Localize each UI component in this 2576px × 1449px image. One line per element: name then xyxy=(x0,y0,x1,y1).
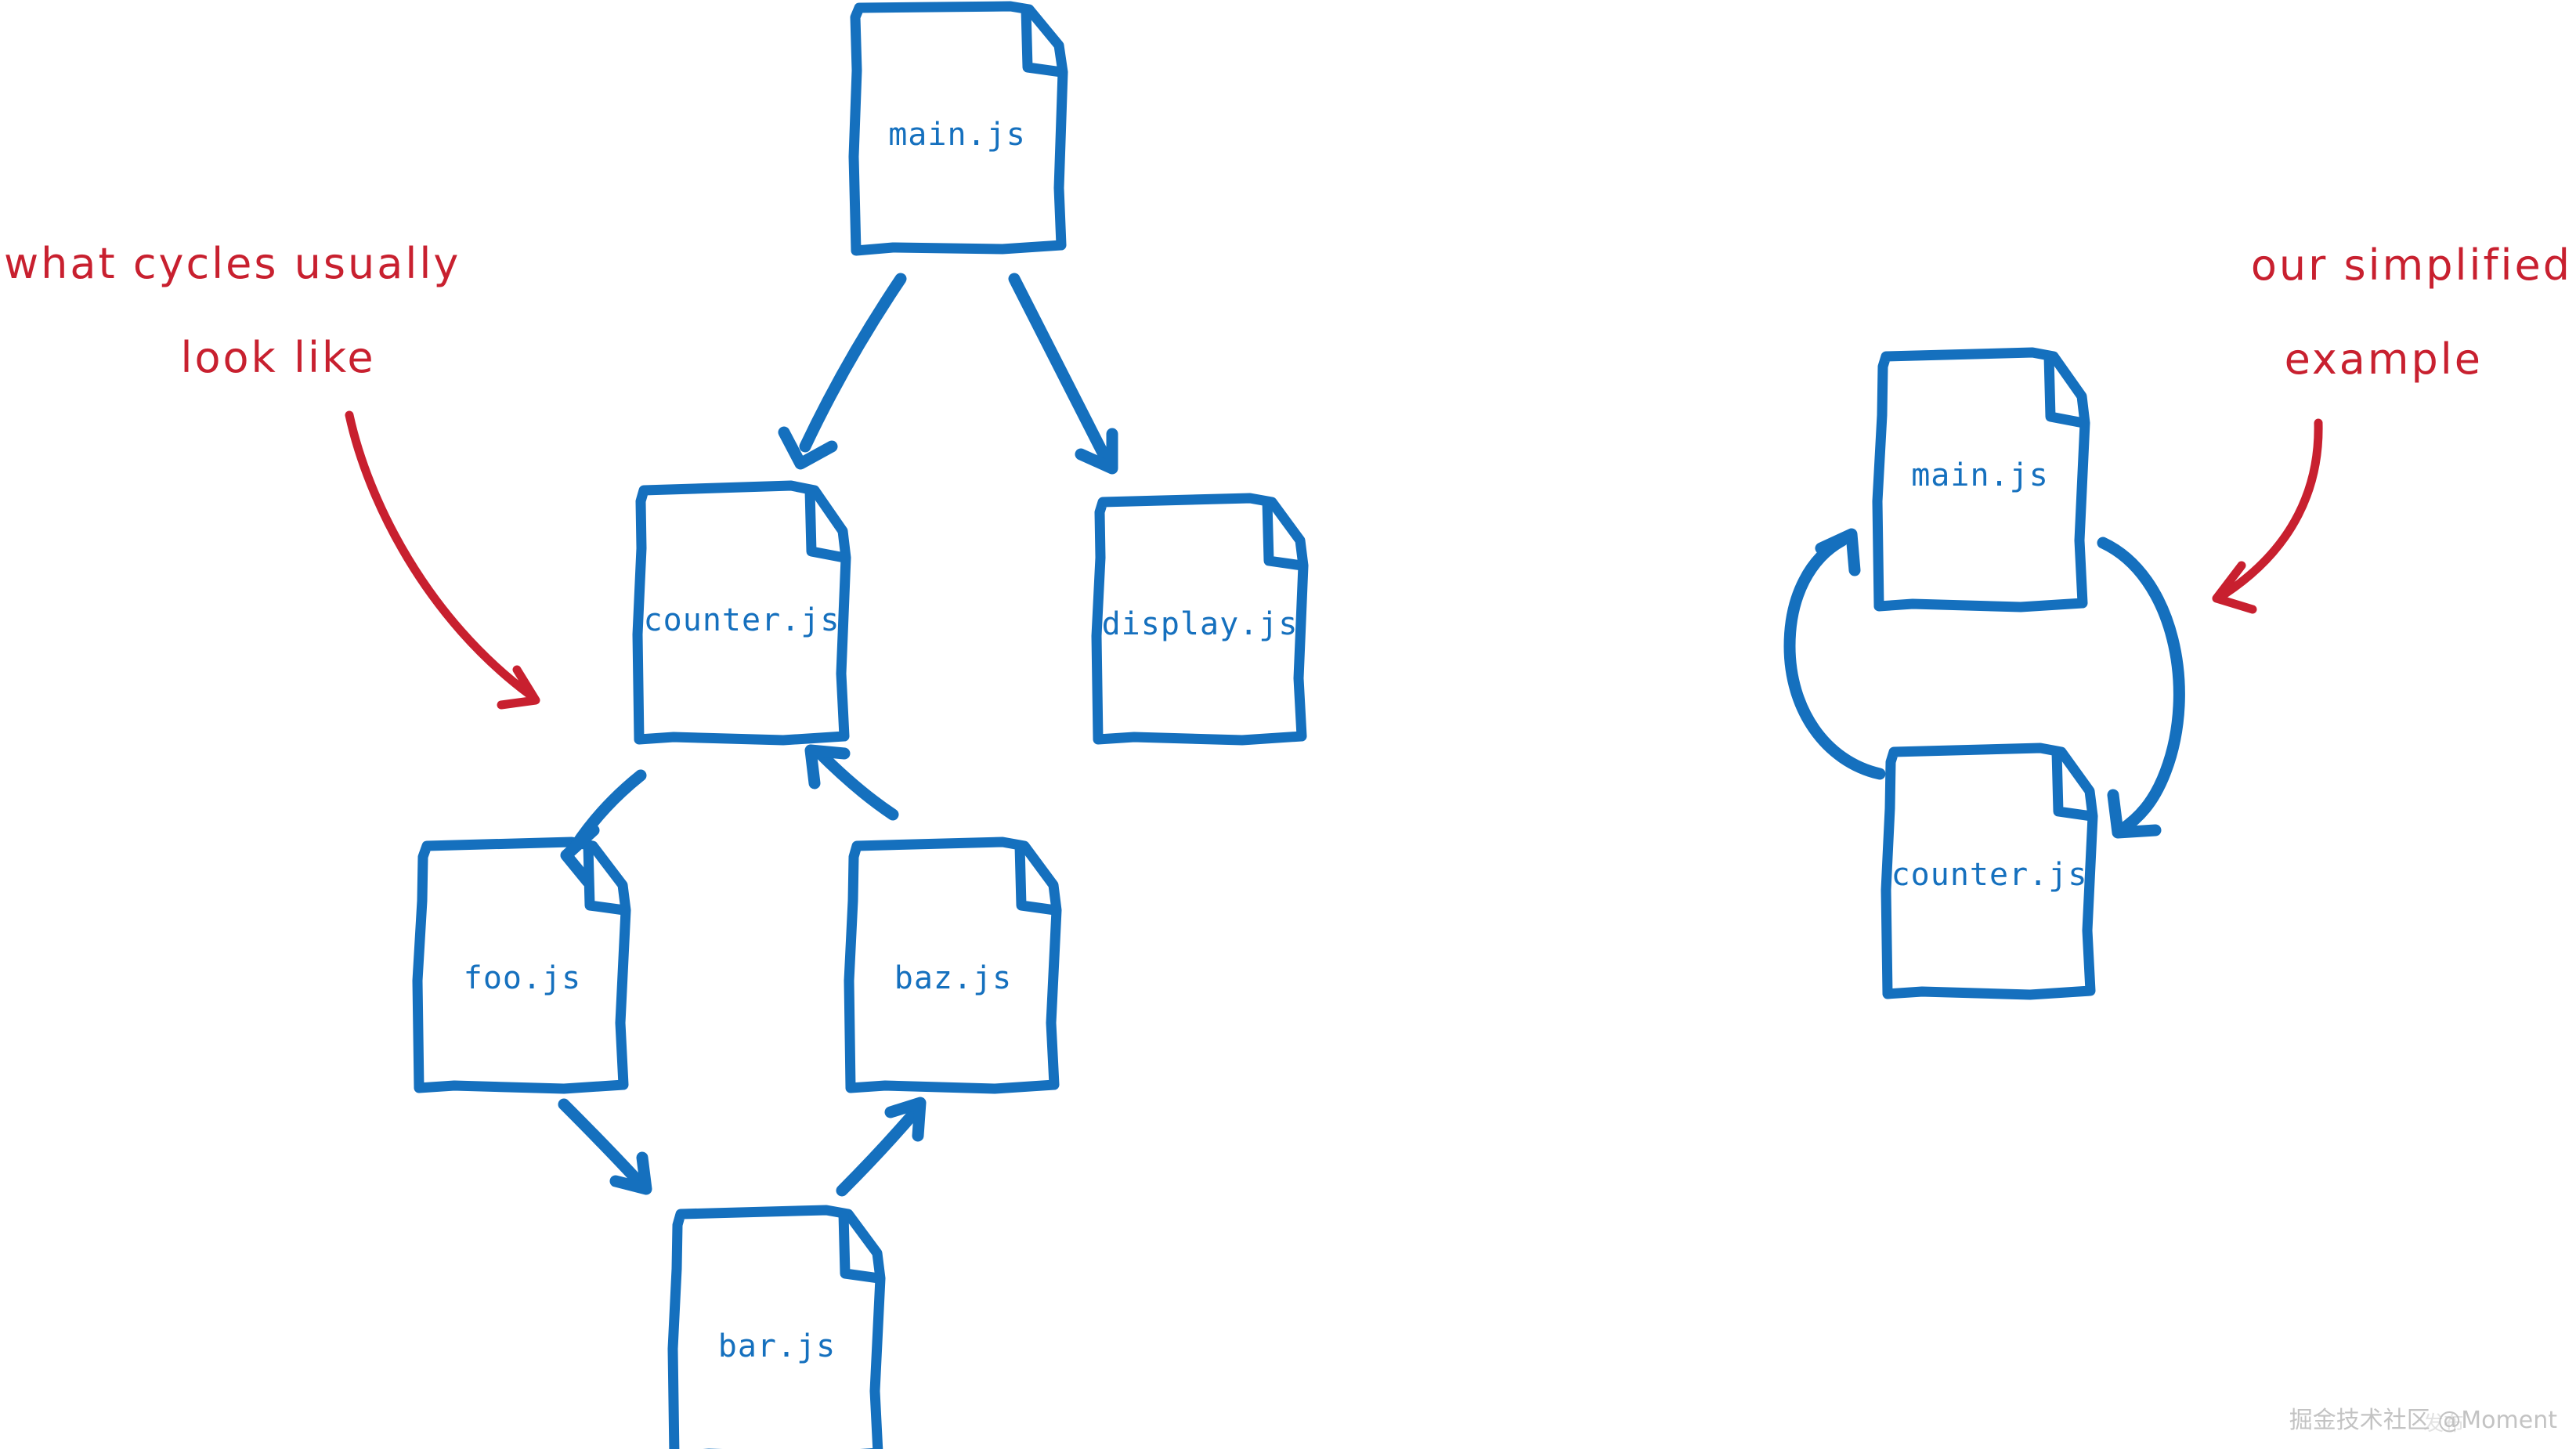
edge-counter-to-foo xyxy=(560,769,647,887)
node-foo-js[interactable]: foo.js xyxy=(412,837,631,1094)
watermark-ghost-text: 发布 xyxy=(2423,1412,2464,1436)
node-counter-js-left[interactable]: counter.js xyxy=(632,480,851,746)
node-main-js-left[interactable]: main.js xyxy=(848,1,1068,256)
file-fold-corner-icon xyxy=(2043,351,2089,428)
group-right-simple-cycle: main.js counter.js xyxy=(1783,347,2185,1000)
node-label: display.js xyxy=(1102,606,1299,642)
file-shape xyxy=(667,1205,886,1449)
annotation-left: what cycles usually look like xyxy=(4,239,540,710)
node-label: baz.js xyxy=(894,960,1013,996)
annotation-line-2: example xyxy=(2285,334,2483,384)
node-label: bar.js xyxy=(718,1328,836,1364)
node-label: main.js xyxy=(888,117,1026,153)
node-counter-js-right[interactable]: counter.js xyxy=(1881,743,2098,1000)
arrowhead-icon xyxy=(2212,561,2257,614)
file-shape xyxy=(632,480,851,746)
edge-foo-to-bar xyxy=(558,1098,652,1195)
node-main-js-right[interactable]: main.js xyxy=(1872,347,2090,612)
annotation-arrow-curve xyxy=(2218,418,2323,600)
watermark-primary-text: 掘金技术社区 @Moment xyxy=(2289,1407,2557,1434)
edge-curve xyxy=(1783,534,1886,780)
node-label: counter.js xyxy=(644,602,840,638)
file-shape xyxy=(1872,347,2090,612)
edge-line xyxy=(558,1098,642,1185)
edge-main-to-counter xyxy=(778,273,907,470)
node-display-js[interactable]: display.js xyxy=(1091,493,1309,746)
file-shape xyxy=(848,1,1068,256)
file-fold-corner-icon xyxy=(838,1209,884,1284)
file-shape xyxy=(1881,743,2098,1000)
edge-bar-to-baz xyxy=(836,1097,927,1197)
edge-baz-to-counter xyxy=(804,744,899,821)
arrowhead-icon xyxy=(2107,789,2162,839)
node-label: counter.js xyxy=(1891,857,2088,893)
node-bar-js[interactable]: bar.js xyxy=(667,1205,886,1449)
annotation-line-1: what cycles usually xyxy=(4,239,461,288)
node-baz-js[interactable]: baz.js xyxy=(844,837,1062,1094)
file-shape xyxy=(844,837,1062,1094)
annotation-arrow-curve xyxy=(345,410,536,700)
annotation-arrow-right xyxy=(2212,418,2323,614)
node-label: main.js xyxy=(1911,457,2049,493)
arrowhead-icon xyxy=(1815,528,1861,576)
annotation-right: our simplified example xyxy=(2212,240,2572,614)
file-fold-corner-icon xyxy=(2051,746,2097,822)
arrowhead-icon xyxy=(884,1097,927,1142)
edge-main-to-counter-arc xyxy=(2097,537,2185,839)
group-left-cycle-tree: main.js counter.js display.js foo.js baz… xyxy=(412,1,1309,1449)
file-fold-corner-icon xyxy=(1014,840,1060,916)
annotation-line-1: our simplified xyxy=(2251,240,2572,290)
arrowhead-icon xyxy=(609,1151,652,1195)
arrowhead-icon xyxy=(497,665,540,710)
edge-line xyxy=(836,1106,921,1197)
watermark: 发布 掘金技术社区 @Moment xyxy=(2289,1407,2557,1436)
file-fold-corner-icon xyxy=(804,485,850,563)
file-fold-corner-icon xyxy=(583,840,630,916)
edge-line xyxy=(799,273,907,453)
arrowhead-icon xyxy=(778,426,838,470)
file-fold-corner-icon xyxy=(1021,4,1067,78)
edge-line xyxy=(812,746,899,821)
annotation-arrow-left xyxy=(345,410,540,710)
edge-main-to-display xyxy=(1008,273,1118,475)
edge-curve xyxy=(2097,537,2185,837)
node-label: foo.js xyxy=(464,960,582,996)
arrowhead-icon xyxy=(1075,428,1118,475)
edge-line xyxy=(1008,273,1112,465)
edge-counter-to-main-arc xyxy=(1783,528,1886,780)
arrowhead-icon xyxy=(560,824,600,887)
annotation-line-2: look like xyxy=(180,333,375,382)
arrowhead-icon xyxy=(804,744,851,790)
file-shape xyxy=(1091,493,1309,746)
file-fold-corner-icon xyxy=(1262,497,1307,571)
